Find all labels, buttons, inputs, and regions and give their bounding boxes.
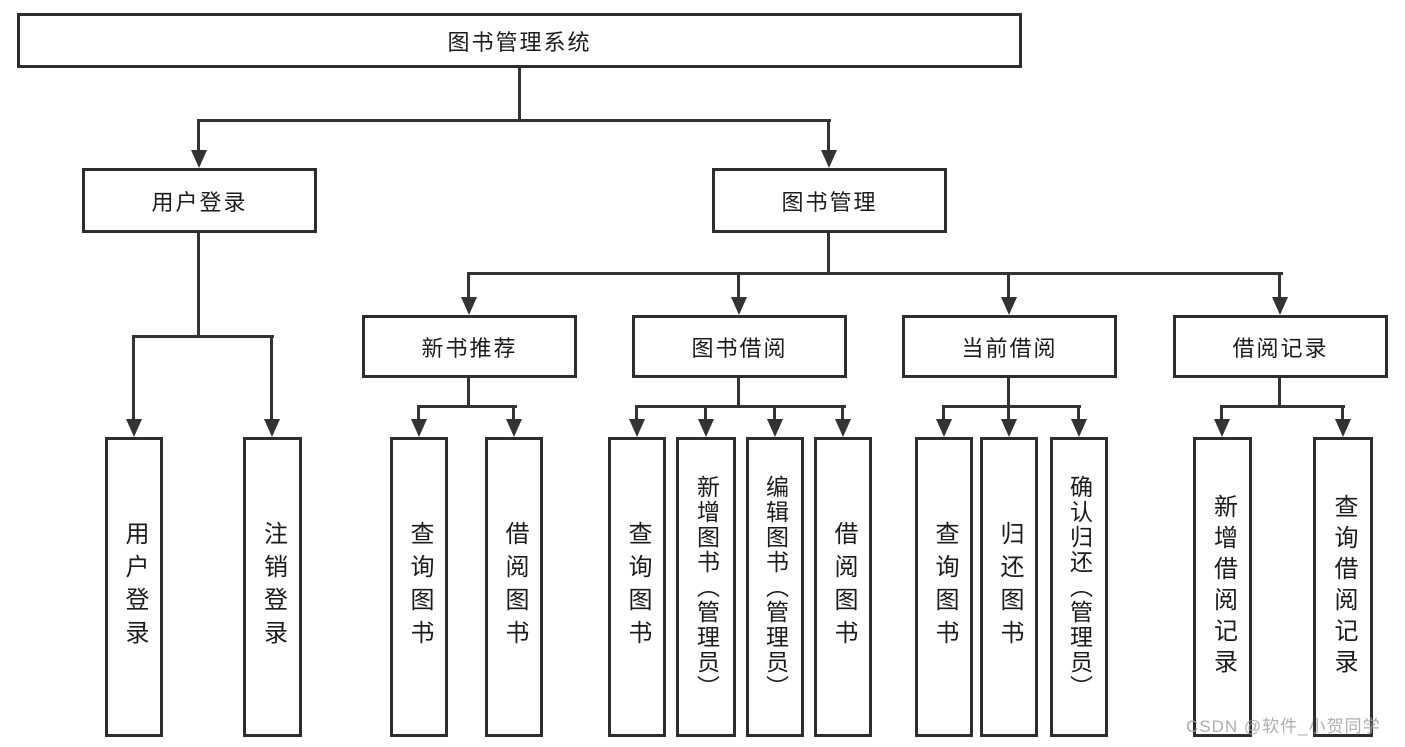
node-book-borrow: 图书借阅 bbox=[632, 315, 847, 378]
leaf-query-borrow-record-label: 查询借阅记录 bbox=[1330, 494, 1357, 680]
leaf-confirm-return-admin-label: 确认归还（管理员） bbox=[1066, 474, 1093, 700]
leaf-newbook-borrow-book-label: 借阅图书 bbox=[501, 521, 528, 653]
connector-drop bbox=[635, 405, 638, 421]
leaf-borrow-borrow-book: 借阅图书 bbox=[814, 437, 872, 737]
arrow-down-icon bbox=[411, 419, 427, 437]
connector-l1-rail bbox=[197, 119, 831, 122]
node-book-mgmt: 图书管理 bbox=[712, 168, 947, 233]
leaf-return-book-label: 归还图书 bbox=[996, 521, 1023, 653]
connector-borrow-rail bbox=[635, 405, 846, 408]
connector-drop bbox=[737, 272, 740, 299]
arrow-down-icon bbox=[1214, 419, 1230, 437]
connector-newbook-rail bbox=[417, 405, 517, 408]
connector-drop bbox=[1278, 272, 1281, 299]
leaf-add-borrow-record: 新增借阅记录 bbox=[1193, 437, 1252, 737]
connector-drop bbox=[417, 405, 420, 421]
connector-drop bbox=[512, 405, 515, 421]
connector-drop bbox=[467, 272, 470, 299]
leaf-logout: 注销登录 bbox=[243, 437, 302, 737]
connector-newbook-stem bbox=[467, 378, 470, 408]
connector-userlogin-stem bbox=[197, 233, 200, 338]
connector-current-rail bbox=[942, 405, 1081, 408]
arrow-down-icon bbox=[629, 419, 645, 437]
node-book-mgmt-label: 图书管理 bbox=[781, 189, 878, 215]
connector-drop bbox=[270, 335, 273, 421]
arrow-down-icon bbox=[126, 419, 142, 437]
arrow-down-icon bbox=[191, 150, 207, 168]
connector-drop bbox=[1220, 405, 1223, 421]
leaf-edit-book-admin: 编辑图书（管理员） bbox=[746, 437, 804, 737]
arrow-down-icon bbox=[1001, 297, 1017, 315]
leaf-return-book: 归还图书 bbox=[980, 437, 1038, 737]
arrow-down-icon bbox=[698, 419, 714, 437]
arrow-down-icon bbox=[461, 297, 477, 315]
connector-drop bbox=[942, 405, 945, 421]
watermark: CSDN @软件_小贺同学 bbox=[1186, 717, 1381, 736]
arrow-down-icon bbox=[731, 297, 747, 315]
leaf-query-borrow-record: 查询借阅记录 bbox=[1313, 437, 1373, 737]
leaf-current-query-book: 查询图书 bbox=[915, 437, 973, 737]
connector-drop bbox=[1077, 405, 1080, 421]
connector-l2-rail bbox=[467, 272, 1283, 275]
leaf-confirm-return-admin: 确认归还（管理员） bbox=[1050, 437, 1108, 737]
connector-current-stem bbox=[1007, 378, 1010, 408]
connector-records-stem bbox=[1278, 378, 1281, 408]
leaf-current-query-book-label: 查询图书 bbox=[931, 521, 958, 653]
node-borrow-records: 借阅记录 bbox=[1173, 315, 1388, 378]
arrow-down-icon bbox=[1272, 297, 1288, 315]
connector-drop bbox=[1007, 405, 1010, 421]
node-book-borrow-label: 图书借阅 bbox=[691, 335, 788, 361]
leaf-edit-book-admin-label: 编辑图书（管理员） bbox=[762, 474, 789, 700]
leaf-user-login-label: 用户登录 bbox=[121, 521, 148, 653]
connector-userlogin-rail bbox=[132, 335, 274, 338]
leaf-newbook-query-book: 查询图书 bbox=[390, 437, 448, 737]
arrow-down-icon bbox=[835, 419, 851, 437]
connector-root-stem bbox=[518, 68, 521, 120]
arrow-down-icon bbox=[264, 419, 280, 437]
node-root-label: 图书管理系统 bbox=[447, 29, 592, 55]
leaf-newbook-borrow-book: 借阅图书 bbox=[485, 437, 543, 737]
node-current-borrow-label: 当前借阅 bbox=[961, 335, 1058, 361]
leaf-user-login: 用户登录 bbox=[105, 437, 163, 737]
leaf-borrow-borrow-book-label: 借阅图书 bbox=[830, 521, 857, 653]
connector-drop bbox=[132, 335, 135, 421]
node-user-login-label: 用户登录 bbox=[151, 189, 248, 215]
leaf-add-borrow-record-label: 新增借阅记录 bbox=[1209, 494, 1237, 680]
leaf-add-book-admin: 新增图书（管理员） bbox=[676, 437, 736, 737]
arrow-down-icon bbox=[821, 150, 837, 168]
connector-drop bbox=[704, 405, 707, 421]
leaf-borrow-query-book: 查询图书 bbox=[608, 437, 666, 737]
node-borrow-records-label: 借阅记录 bbox=[1232, 335, 1329, 361]
leaf-borrow-query-book-label: 查询图书 bbox=[624, 521, 651, 653]
node-new-book-recommend: 新书推荐 bbox=[362, 315, 577, 378]
connector-borrow-stem bbox=[737, 378, 740, 408]
leaf-logout-label: 注销登录 bbox=[259, 521, 287, 653]
arrow-down-icon bbox=[1001, 419, 1017, 437]
connector-drop bbox=[1007, 272, 1010, 299]
node-current-borrow: 当前借阅 bbox=[902, 315, 1117, 378]
node-root: 图书管理系统 bbox=[17, 13, 1022, 68]
connector-drop bbox=[841, 405, 844, 421]
connector-drop bbox=[1341, 405, 1344, 421]
arrow-down-icon bbox=[506, 419, 522, 437]
connector-bookmgmt-stem bbox=[827, 233, 830, 275]
node-new-book-recommend-label: 新书推荐 bbox=[421, 335, 518, 361]
connector-drop bbox=[197, 119, 200, 150]
arrow-down-icon bbox=[936, 419, 952, 437]
arrow-down-icon bbox=[767, 419, 783, 437]
connector-drop bbox=[773, 405, 776, 421]
node-user-login: 用户登录 bbox=[82, 168, 317, 233]
connector-drop bbox=[827, 119, 830, 150]
leaf-add-book-admin-label: 新增图书（管理员） bbox=[693, 474, 720, 700]
leaf-newbook-query-book-label: 查询图书 bbox=[406, 521, 433, 653]
arrow-down-icon bbox=[1071, 419, 1087, 437]
connector-records-rail bbox=[1220, 405, 1345, 408]
arrow-down-icon bbox=[1335, 419, 1351, 437]
